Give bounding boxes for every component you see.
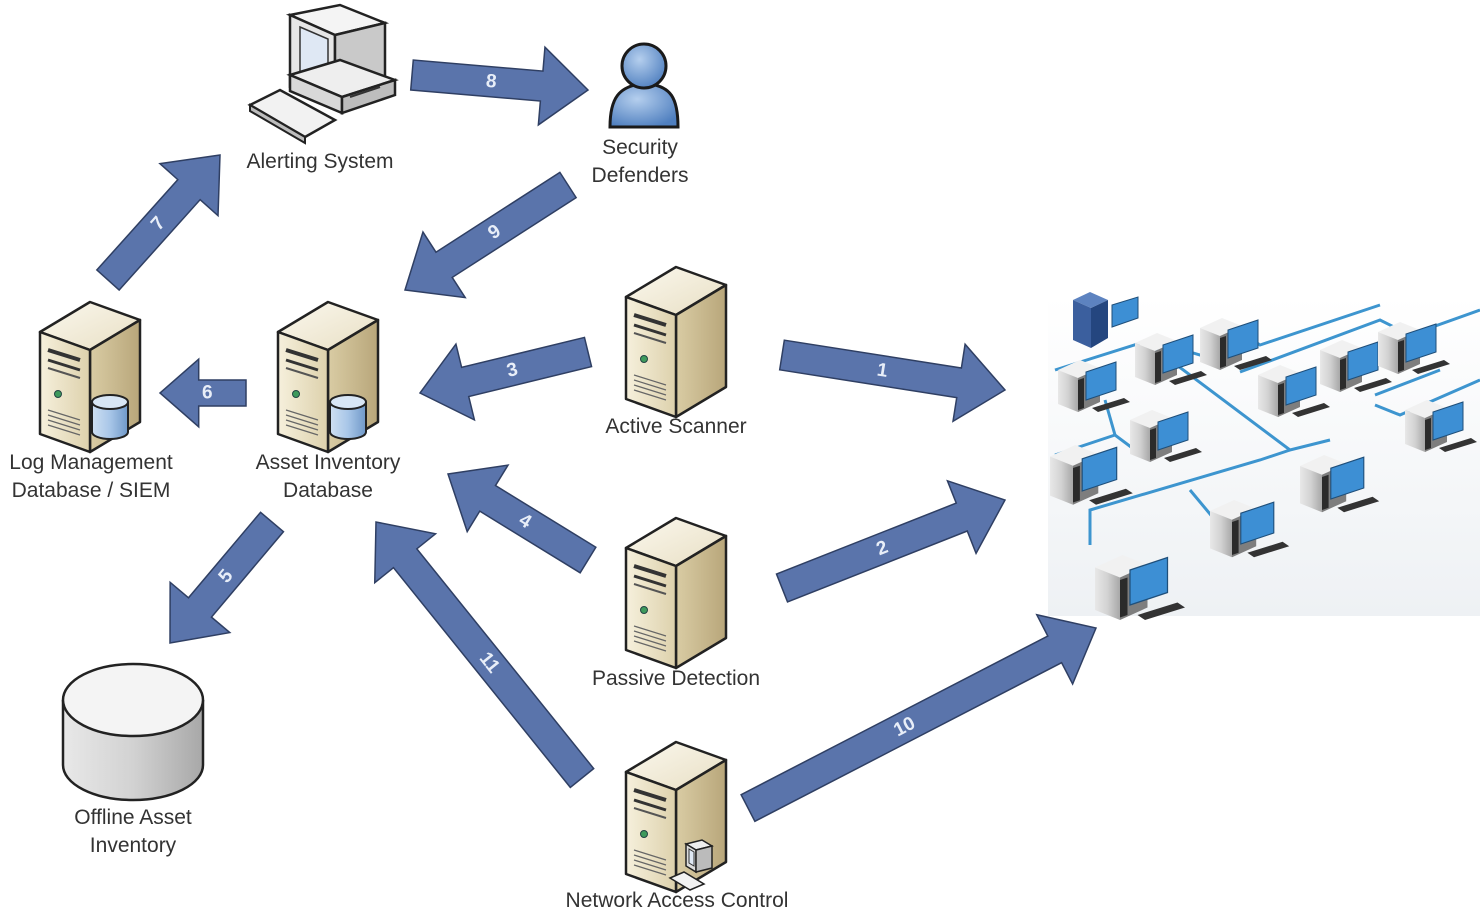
label-passive-detection: Passive Detection — [592, 665, 760, 693]
arrow-2: 2 — [775, 479, 1007, 603]
label-line: Passive Detection — [591, 667, 761, 690]
arrow-shape — [373, 521, 595, 789]
label-line: Asset Inventory — [255, 451, 401, 474]
flow-arrows: 1 2 3 4 5 6 7 8 9 10 11 — [95, 45, 1098, 823]
label-alerting-system: Alerting System — [246, 148, 393, 176]
label-line: Database — [283, 479, 373, 502]
label-active-scanner: Active Scanner — [605, 413, 746, 441]
arrow-7: 7 — [95, 154, 221, 292]
passive-detection-server-icon — [624, 516, 728, 670]
label-line: Inventory — [89, 834, 177, 857]
arrow-shape — [169, 511, 285, 644]
arrow-4: 4 — [447, 464, 597, 574]
arrow-number-label: 6 — [202, 383, 213, 404]
arrow-shape — [775, 479, 1007, 603]
label-line: Active Scanner — [605, 415, 747, 438]
arrow-number-label: 8 — [485, 71, 497, 93]
arrow-shape — [447, 464, 597, 574]
label-network-access-control: Network Access Control — [566, 887, 789, 915]
label-line: Security — [602, 136, 678, 159]
label-log-management: Log Management Database / SIEM — [9, 449, 172, 505]
mini-workstation-icon — [668, 839, 714, 891]
label-security-defenders: Security Defenders — [592, 134, 689, 190]
arrow-11: 11 — [373, 521, 595, 789]
arrow-shape — [158, 357, 247, 429]
active-scanner-server-icon — [624, 265, 728, 419]
arrow-shape — [778, 339, 1007, 423]
label-line: Offline Asset — [74, 806, 192, 829]
network-server-icon — [1073, 292, 1139, 348]
label-line: Network Access Control — [565, 889, 789, 912]
arrow-shape — [95, 154, 221, 292]
user-icon — [608, 42, 680, 129]
arrow-6: 6 — [158, 357, 247, 429]
arrow-5: 5 — [169, 511, 285, 644]
arrow-number-label: 1 — [875, 360, 889, 382]
arrow-9: 9 — [404, 171, 578, 299]
storage-cylinder-icon — [61, 662, 205, 802]
label-asset-inventory: Asset Inventory Database — [256, 449, 401, 505]
arrow-shape — [740, 613, 1098, 823]
asset-inventory-server-icon — [276, 300, 380, 454]
arrow-shape — [418, 336, 593, 422]
label-line: Database / SIEM — [11, 479, 171, 502]
arrow-number-label: 3 — [505, 359, 520, 382]
arrow-8: 8 — [409, 45, 590, 127]
label-line: Alerting System — [246, 150, 394, 173]
label-line: Defenders — [591, 164, 689, 187]
arrow-1: 1 — [778, 339, 1007, 423]
workstation-icon — [247, 3, 399, 145]
arrow-shape — [404, 171, 578, 299]
label-line: Log Management — [9, 451, 173, 474]
nac-server-icon — [624, 740, 728, 894]
arrow-3: 3 — [418, 336, 593, 422]
arrow-10: 10 — [740, 613, 1098, 823]
arrow-shape — [409, 45, 590, 127]
label-offline-asset-inventory: Offline Asset Inventory — [74, 804, 192, 860]
enterprise-network-image — [1048, 292, 1480, 621]
log-management-server-icon — [38, 300, 142, 454]
